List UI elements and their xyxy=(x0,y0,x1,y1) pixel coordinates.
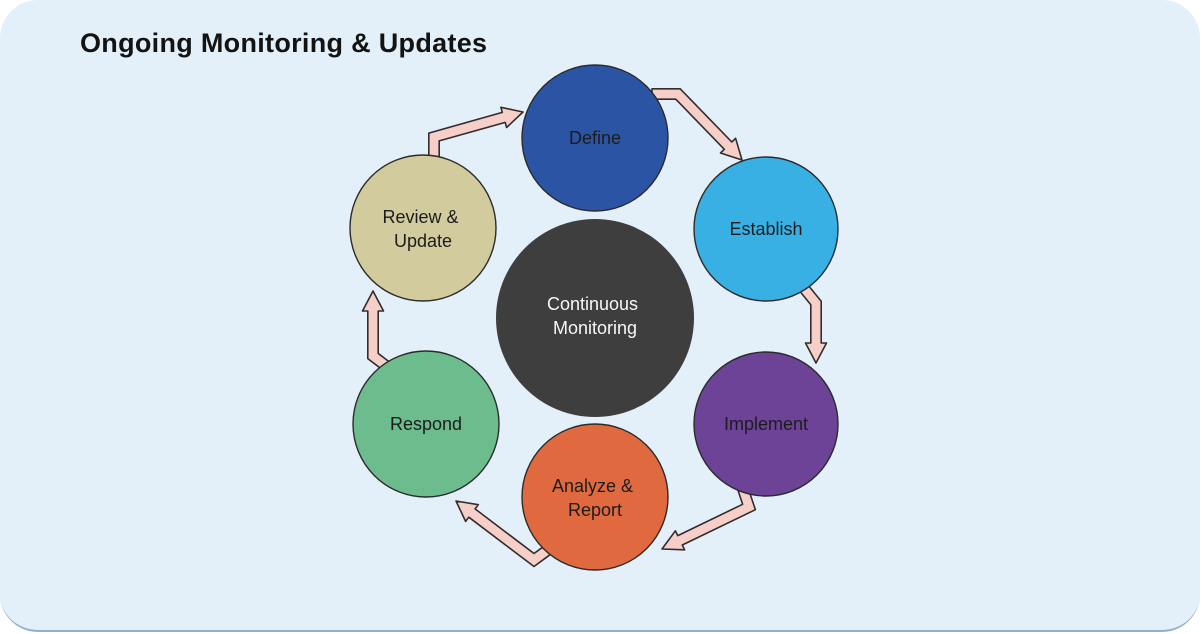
center-label: Continuous Monitoring xyxy=(547,294,643,338)
node-review-update: Review & Update xyxy=(349,154,497,302)
node-analyze-report-circle xyxy=(521,423,669,571)
node-review-update-circle xyxy=(349,154,497,302)
flow-arrow xyxy=(661,486,757,551)
node-implement: Implement xyxy=(693,351,839,497)
flow-arrow xyxy=(651,88,743,161)
node-define: Define xyxy=(521,64,669,212)
flow-arrow xyxy=(798,282,828,364)
node-respond: Respond xyxy=(352,350,500,498)
flow-arrow xyxy=(428,106,524,167)
flow-arrow xyxy=(361,290,394,374)
node-review-update-label: Review & Update xyxy=(382,207,463,251)
page-title: Ongoing Monitoring & Updates xyxy=(80,28,488,58)
arrow-layer xyxy=(361,88,828,568)
center-circle xyxy=(496,219,694,417)
node-define-circle xyxy=(521,64,669,212)
node-analyze-report-label: Analyze & Report xyxy=(552,476,638,520)
node-establish-label: Establish xyxy=(729,219,802,239)
node-establish: Establish xyxy=(693,156,839,302)
node-respond-label: Respond xyxy=(390,414,462,434)
node-define-label: Define xyxy=(569,128,621,148)
node-implement-circle xyxy=(693,351,839,497)
node-analyze-report: Analyze & Report xyxy=(521,423,669,571)
node-respond-circle xyxy=(352,350,500,498)
node-continuous-monitoring: Continuous Monitoring xyxy=(496,219,694,417)
flow-arrow xyxy=(455,500,553,568)
node-establish-circle xyxy=(693,156,839,302)
node-implement-label: Implement xyxy=(724,414,808,434)
